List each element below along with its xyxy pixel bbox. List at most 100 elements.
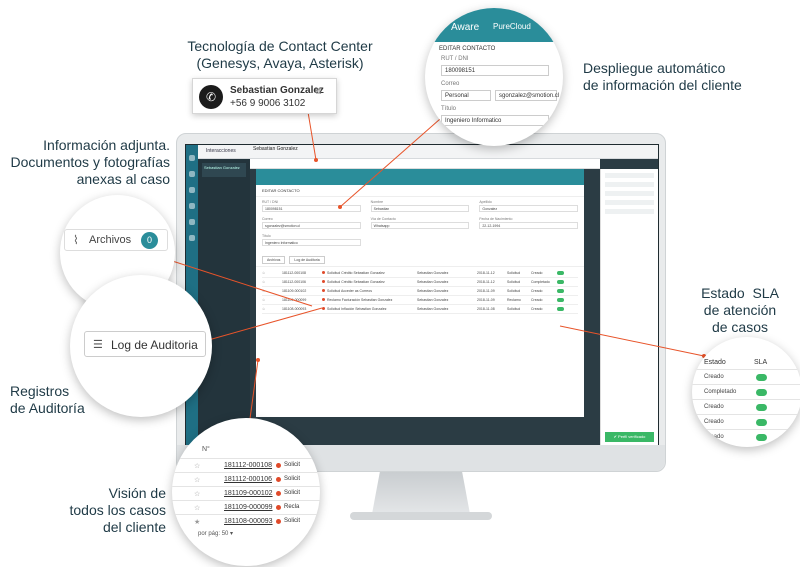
correo-field[interactable]: sgonzalez@smotion.cl	[262, 222, 361, 229]
star-icon[interactable]: ☆	[194, 491, 201, 498]
sla-row: Creado	[692, 369, 800, 383]
row-type: Solicitud	[507, 307, 521, 311]
callout-info-line3: anexas al caso	[76, 171, 170, 187]
interaction-item[interactable]: Sebastian Gonzalez	[202, 163, 246, 177]
monitor-base	[350, 512, 492, 520]
callout-vis-line1: Visión de	[108, 485, 166, 501]
titulo-field[interactable]: Ingeniero Informatico	[262, 239, 361, 246]
interaction-name: Sebastian Gonzalez	[204, 165, 240, 170]
apellido-field[interactable]: Gonzalez	[479, 205, 579, 212]
log-auditoria-label: Log de Auditoria	[111, 338, 198, 352]
copy-icon[interactable]: ⧉	[315, 86, 322, 96]
callout-tech-line2: (Genesys, Avaya, Asterisk)	[196, 55, 364, 71]
sla-status-text: Creado	[704, 404, 724, 410]
rut-field[interactable]: 180098151	[262, 205, 361, 212]
callout-despliegue: Despliegue automático de información del…	[583, 60, 773, 94]
case-number-link[interactable]: 181112-000106	[224, 476, 273, 483]
correo-label: Correo	[262, 217, 273, 221]
interactions-panel: Sebastian Gonzalez	[198, 159, 250, 446]
zoom-rut-label: RUT / DNI	[441, 56, 469, 62]
tab-archivos[interactable]: Archivos	[262, 256, 286, 264]
log-auditoria-button[interactable]: ☰ Log de Auditoria	[84, 331, 206, 357]
verified-button[interactable]: ✔ Perfil verificado	[605, 432, 654, 442]
case-number-link[interactable]: 181108-000093	[224, 518, 273, 525]
callout-informacion: Información adjunta. Documentos y fotogr…	[8, 137, 170, 188]
zoom-titulo-field[interactable]: Ingeniero Informatico	[441, 115, 549, 126]
row-date: 2018-11-12	[477, 280, 495, 284]
row-star-icon[interactable]: ☆	[262, 271, 266, 275]
sla-status-text: Creado	[704, 374, 724, 380]
star-icon[interactable]: ☆	[194, 505, 201, 512]
status-dot	[322, 271, 325, 274]
per-page-label: por pág:	[198, 531, 221, 537]
status-dot	[276, 519, 281, 524]
contact-center-badge[interactable]: ✆ Sebastian Gonzalez +56 9 9006 3102 ⧉	[192, 78, 337, 114]
case-number-link[interactable]: 181109-000099	[224, 504, 273, 511]
zoom-contact-form: Aware PureCloud EDITAR CONTACTO RUT / DN…	[425, 8, 563, 146]
sla-green-indicator	[756, 434, 767, 441]
row-sla-indicator	[557, 306, 569, 312]
callout-tech-line1: Tecnología de Contact Center	[187, 38, 373, 54]
pref-field[interactable]: Whatsapp	[370, 222, 470, 229]
zoom-correo-field[interactable]: sgonzalez@smotion.cl	[495, 90, 559, 101]
star-icon[interactable]: ☆	[194, 463, 201, 470]
row-case-number[interactable]: 181112-000106	[282, 280, 307, 284]
row-subject: Solicitud Crédito Sebastian Gonzalez	[322, 271, 417, 275]
row-sla-indicator	[557, 288, 569, 294]
zoom-correo-type[interactable]: Personal	[441, 90, 491, 101]
row-contact: Sebastian Gonzalez	[417, 271, 449, 275]
case-subject: Solicit	[284, 462, 301, 468]
per-page-selector[interactable]: por pág: 50 ▾	[198, 531, 234, 537]
zoom-log-auditoria: ☰ Log de Auditoria	[70, 275, 212, 417]
row-star-icon[interactable]: ☆	[262, 280, 266, 284]
row-date: 2018-11-09	[477, 289, 495, 293]
app-top-bar: Interacciones Sebastian Gonzalez	[198, 145, 658, 159]
row-subject-text: Reclamo Facturación Sebastian Gonzalez	[327, 298, 393, 302]
archivos-button[interactable]: ⌇ Archivos 0	[64, 229, 168, 251]
paperclip-icon: ⌇	[73, 233, 79, 247]
callout-vision: Visión de todos los casos del cliente	[30, 485, 167, 536]
zoom-edit-title: EDITAR CONTACTO	[439, 46, 496, 52]
case-subject: Solicit	[284, 490, 301, 496]
row-star-icon[interactable]: ☆	[262, 307, 266, 311]
nombre-field[interactable]: Sebastian	[370, 205, 470, 212]
callout-sla-line2: de atención	[703, 302, 777, 318]
tab-log[interactable]: Log de Auditoria	[289, 256, 325, 264]
row-star-icon[interactable]: ☆	[262, 289, 266, 293]
apellido-label: Apellido	[479, 200, 492, 204]
row-star-icon[interactable]: ☆	[262, 298, 266, 302]
status-dot	[276, 491, 281, 496]
star-icon[interactable]: ☆	[194, 477, 201, 484]
row-subject: Solicitud Acceder as Correos	[322, 289, 417, 293]
row-status: Creado	[531, 307, 543, 311]
table-row[interactable]: ☆ 181109-000102 Solicitud Acceder as Corre…	[262, 287, 578, 296]
row-contact: Sebastian Gonzalez	[417, 289, 449, 293]
case-list-item[interactable]: ☆ 181109-000102 Solicit	[172, 486, 320, 499]
zoom-rut-field[interactable]: 180098151	[441, 65, 549, 76]
sla-green-indicator	[756, 389, 767, 396]
row-case-number[interactable]: 181109-000102	[282, 289, 307, 293]
status-dot	[276, 477, 281, 482]
case-number-link[interactable]: 181109-000102	[224, 490, 273, 497]
zoom-correo-label: Correo	[441, 81, 460, 87]
table-row[interactable]: ☆ 181112-000108 Solicitud Crédito Sebastia…	[262, 269, 578, 278]
fecha-field[interactable]: 22-12-1994	[479, 222, 579, 229]
star-icon[interactable]: ★	[194, 519, 201, 526]
sla-row: Creado	[692, 399, 800, 413]
call-toolbar[interactable]	[250, 159, 600, 169]
row-case-number[interactable]: 181112-000108	[282, 271, 307, 275]
row-case-number[interactable]: 181109-000099	[282, 298, 307, 302]
row-case-number[interactable]: 181108-000093	[282, 307, 307, 311]
callout-reg-line2: de Auditoría	[10, 400, 85, 416]
case-number-link[interactable]: 181112-000108	[224, 462, 273, 469]
table-row[interactable]: ☆ 181109-000099 Reclamo Facturación Sebast…	[262, 296, 578, 305]
case-list-item[interactable]: ☆ 181112-000108 Solicit	[172, 458, 320, 471]
badge-contact-phone: +56 9 9006 3102	[230, 98, 306, 109]
edit-contact-title: EDITAR CONTACTO	[256, 185, 584, 197]
